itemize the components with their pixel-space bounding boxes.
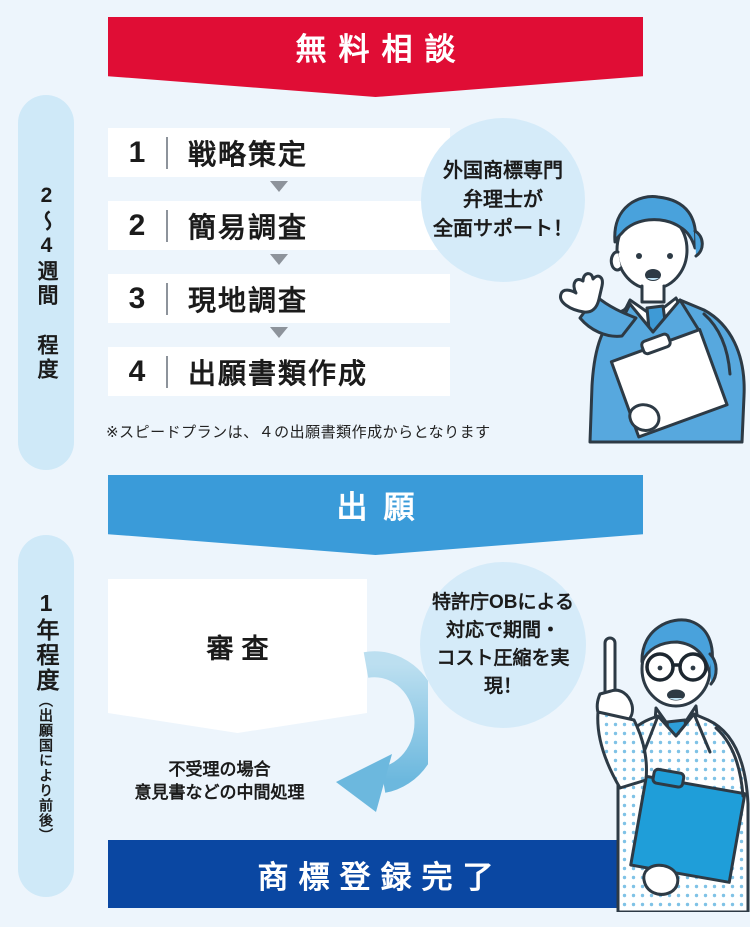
step-row-3: 3 現地調査 xyxy=(108,274,450,323)
examiner-illustration xyxy=(595,618,750,912)
step-label: 現地調査 xyxy=(188,284,309,316)
jpo-bubble: 特許庁OBによる 対応で期間・ コスト圧縮を実現！ xyxy=(420,562,586,728)
phase2-duration-label: 1年程度（出願国により前後） xyxy=(29,590,63,843)
examination-box: 審査 xyxy=(108,579,367,733)
phase1-duration-label: 2〜4週間 程度 xyxy=(35,183,58,382)
free-consultation-banner: 無料相談 xyxy=(108,17,643,97)
phase1-duration-pill: 2〜4週間 程度 xyxy=(18,95,74,470)
interim-note-line1: 不受理の場合 xyxy=(168,760,271,779)
examination-label: 審査 xyxy=(206,633,277,664)
step-label: 戦略策定 xyxy=(188,138,309,170)
application-label: 出願 xyxy=(336,490,431,525)
jpo-bubble-line2: 対応で期間・ xyxy=(445,620,560,641)
interim-processing-note: 不受理の場合 意見書などの中間処理 xyxy=(112,758,327,804)
loopback-arrow-icon xyxy=(336,651,428,812)
phase2-duration-sub: （出願国により前後） xyxy=(38,692,54,843)
phase2-duration-pill: 1年程度（出願国により前後） xyxy=(18,535,74,897)
step-divider xyxy=(166,355,168,388)
phase2-duration-main: 1年程度 xyxy=(33,589,59,693)
step-label: 出願書類作成 xyxy=(188,357,369,389)
support-bubble-line3: 全面サポート！ xyxy=(433,217,573,240)
step-row-1: 1 戦略策定 xyxy=(108,128,450,177)
step-label: 簡易調査 xyxy=(188,211,309,243)
step-number: 4 xyxy=(128,354,146,388)
application-banner: 出願 xyxy=(108,475,643,555)
arrow-down-icon xyxy=(270,327,288,338)
interim-note-line2: 意見書などの中間処理 xyxy=(134,783,305,802)
step-divider xyxy=(166,209,168,242)
arrow-down-icon xyxy=(270,181,288,192)
step-divider xyxy=(166,136,168,169)
jpo-bubble-line1: 特許庁OBによる xyxy=(432,592,574,613)
support-bubble-line2: 弁理士が xyxy=(463,188,543,211)
step-number: 1 xyxy=(128,135,146,169)
step-number: 3 xyxy=(128,281,146,315)
jpo-bubble-line3: コスト圧縮を実現！ xyxy=(436,648,570,697)
step-number: 2 xyxy=(128,208,146,242)
attorney-illustration xyxy=(559,195,746,444)
support-bubble: 外国商標専門 弁理士が 全面サポート！ xyxy=(421,118,585,282)
step-divider xyxy=(166,282,168,315)
completion-banner: 商標登録完了 xyxy=(108,840,643,908)
step-row-2: 2 簡易調査 xyxy=(108,201,450,250)
free-consultation-label: 無料相談 xyxy=(295,32,468,67)
speed-plan-note: ※スピードプランは、４の出願書類作成からとなります xyxy=(106,424,491,441)
completion-label: 商標登録完了 xyxy=(257,859,504,895)
support-bubble-line1: 外国商標専門 xyxy=(443,159,563,182)
step-row-4: 4 出願書類作成 xyxy=(108,347,450,396)
arrow-down-icon xyxy=(270,254,288,265)
